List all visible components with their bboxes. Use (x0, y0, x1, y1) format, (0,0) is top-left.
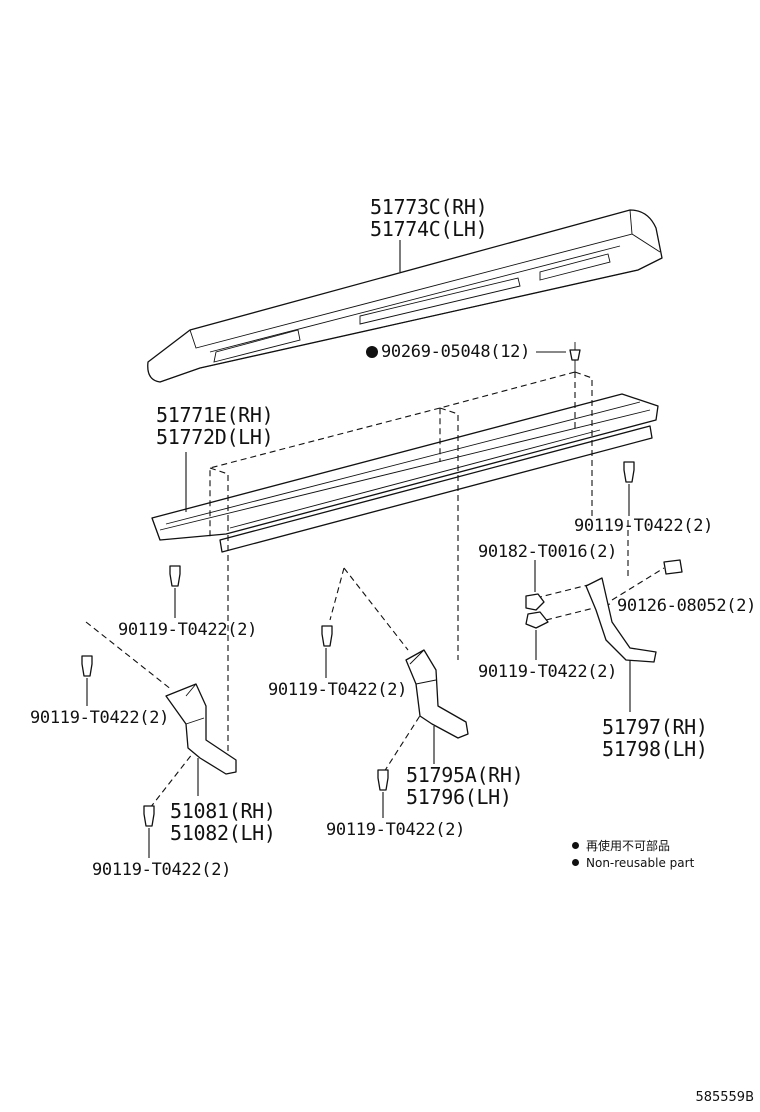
label-bracket-center-lh: 51796(LH) (406, 785, 512, 809)
legend-row-jp: 再使用不可部品 (572, 838, 694, 855)
label-clip-text: 90269-05048(12) (381, 342, 531, 362)
bracket-left-part (165, 683, 237, 775)
label-step-cover-lh: 51774C(LH) (370, 217, 488, 241)
leader-lines (86, 484, 631, 858)
legend: 再使用不可部品 Non-reusable part (572, 838, 694, 872)
mounting-lines (85, 371, 665, 809)
bracket-right-part (585, 577, 657, 663)
step-base-part (151, 393, 659, 553)
label-step-base-lh: 51772D(LH) (156, 425, 274, 449)
label-step-base-rh: 51771E(RH) (156, 403, 274, 427)
label-bracket-right-rh: 51797(RH) (602, 715, 708, 739)
label-bolt-bottom-center: 90119-T0422(2) (326, 820, 466, 840)
non-reusable-icon (366, 346, 378, 358)
label-bolt-center: 90119-T0422(2) (268, 680, 408, 700)
nut-icon (525, 593, 545, 611)
label-step-cover-rh: 51773C(RH) (370, 195, 488, 219)
clip-part (569, 342, 581, 372)
label-bolt-left: 90119-T0422(2) (30, 708, 170, 728)
label-bracket-right-lh: 51798(LH) (602, 737, 708, 761)
legend-text-jp: 再使用不可部品 (586, 839, 671, 853)
label-nut: 90182-T0016(2) (478, 542, 618, 562)
label-bolt-mid-right: 90119-T0422(2) (478, 662, 618, 682)
bracket-center-part (405, 649, 469, 739)
label-bracket-left-rh: 51081(RH) (170, 799, 276, 823)
legend-text-en: Non-reusable part (586, 856, 695, 870)
label-bolt-bottom-left: 90119-T0422(2) (92, 860, 232, 880)
label-bolt-top-right: 90119-T0422(2) (574, 516, 714, 536)
label-bracket-left-lh: 51082(LH) (170, 821, 276, 845)
legend-row-en: Non-reusable part (572, 855, 694, 872)
label-stud: 90126-08052(2) (617, 596, 757, 616)
label-bracket-center-rh: 51795A(RH) (406, 763, 524, 787)
bolt-icons (81, 461, 635, 827)
legend-dot-icon (572, 842, 579, 849)
label-bolt-upper-left: 90119-T0422(2) (118, 620, 258, 640)
legend-dot-icon (572, 859, 579, 866)
stud-icon (663, 559, 683, 575)
label-clip: 90269-05048(12) (366, 342, 530, 363)
drawing-id: 585559B (695, 1090, 754, 1105)
step-cover-part (147, 209, 663, 383)
